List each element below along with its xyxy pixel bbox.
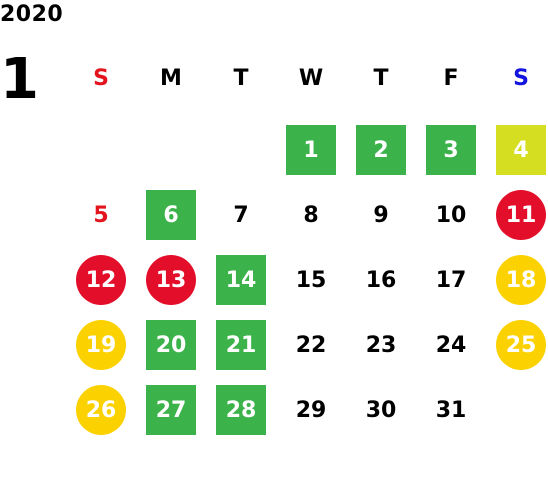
weekday-tue: T <box>233 66 249 91</box>
day-8[interactable]: 8 <box>303 202 319 228</box>
day-19[interactable]: 19 <box>76 320 126 370</box>
day-11[interactable]: 11 <box>496 190 546 240</box>
day-31[interactable]: 31 <box>435 397 467 423</box>
day-9[interactable]: 9 <box>373 202 389 228</box>
day-26[interactable]: 26 <box>76 385 126 435</box>
day-4[interactable]: 4 <box>496 125 546 175</box>
day-10[interactable]: 10 <box>435 202 467 228</box>
day-5[interactable]: 5 <box>93 202 109 228</box>
day-2[interactable]: 2 <box>356 125 406 175</box>
day-24[interactable]: 24 <box>435 332 467 358</box>
day-14[interactable]: 14 <box>216 255 266 305</box>
weekday-wed: W <box>298 66 324 91</box>
day-27[interactable]: 27 <box>146 385 196 435</box>
day-21[interactable]: 21 <box>216 320 266 370</box>
year-label: 2020 <box>0 2 64 27</box>
day-18[interactable]: 18 <box>496 255 546 305</box>
day-28[interactable]: 28 <box>216 385 266 435</box>
day-30[interactable]: 30 <box>365 397 397 423</box>
day-3[interactable]: 3 <box>426 125 476 175</box>
day-13[interactable]: 13 <box>146 255 196 305</box>
weekday-fri: F <box>443 66 459 91</box>
day-6[interactable]: 6 <box>146 190 196 240</box>
day-22[interactable]: 22 <box>295 332 327 358</box>
weekday-sat: S <box>513 66 529 91</box>
day-17[interactable]: 17 <box>435 267 467 293</box>
weekday-mon: M <box>160 66 182 91</box>
weekday-thu: T <box>373 66 389 91</box>
day-1[interactable]: 1 <box>286 125 336 175</box>
day-15[interactable]: 15 <box>295 267 327 293</box>
day-16[interactable]: 16 <box>365 267 397 293</box>
day-29[interactable]: 29 <box>295 397 327 423</box>
day-25[interactable]: 25 <box>496 320 546 370</box>
day-12[interactable]: 12 <box>76 255 126 305</box>
day-7[interactable]: 7 <box>233 202 249 228</box>
day-20[interactable]: 20 <box>146 320 196 370</box>
day-23[interactable]: 23 <box>365 332 397 358</box>
weekday-sun: S <box>93 66 109 91</box>
month-number: 1 <box>0 47 39 112</box>
